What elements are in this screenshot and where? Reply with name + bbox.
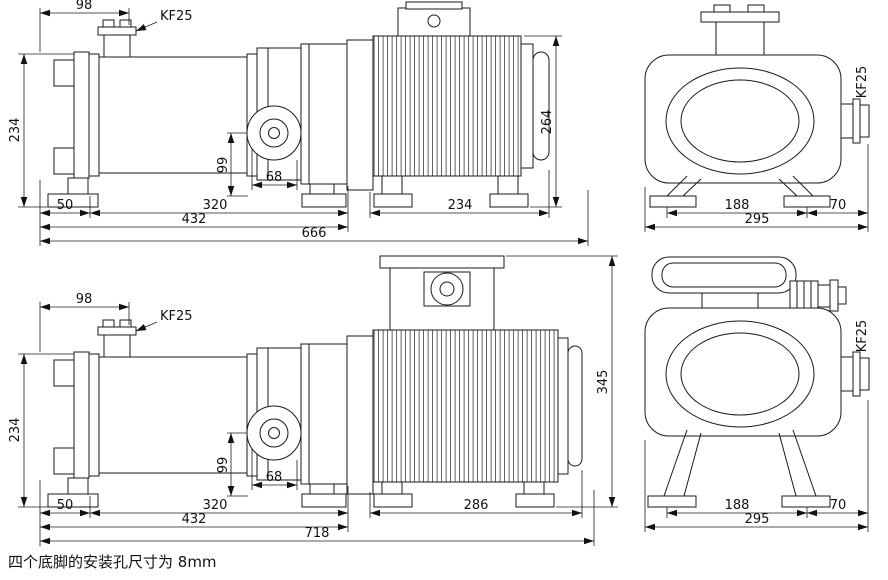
dim-50-label: 50	[57, 498, 74, 513]
kf25-label-front: KF25	[855, 320, 870, 353]
dim-345-label: 345	[596, 370, 611, 395]
dims-bottom-side: 98 KF25 234 345 99 68	[8, 255, 618, 546]
junction-box	[789, 279, 847, 312]
motor-bottom	[346, 255, 583, 508]
dim-234v-label: 234	[8, 418, 23, 443]
terminal-box-top	[397, 1, 471, 37]
dim-68-label: 68	[266, 170, 283, 185]
dims-bottom-front: KF25 188 70 295	[644, 320, 870, 532]
dim-295-label: 295	[745, 212, 770, 227]
dim-70-label: 70	[830, 498, 847, 513]
side-view-bottom: 98 KF25 234 345 99 68	[8, 255, 618, 546]
front-view-bottom: KF25 188 70 295	[644, 256, 870, 532]
dim-234h-label: 234	[448, 198, 473, 213]
kf25-label: KF25	[160, 9, 193, 24]
pump-housing-front	[644, 307, 870, 437]
dims-top-front: KF25 188 70 295	[644, 66, 870, 232]
dim-666-label: 666	[302, 226, 327, 241]
pump-housing-front	[644, 54, 870, 184]
legs-bottom-front	[647, 429, 831, 508]
dim-320-label: 320	[203, 498, 228, 513]
dim-295-label: 295	[745, 512, 770, 527]
dim-320-label: 320	[203, 198, 228, 213]
dim-99-label: 99	[216, 157, 231, 174]
dim-98-label: 98	[76, 292, 93, 307]
dim-286-label: 286	[464, 498, 489, 513]
dim-50-label: 50	[57, 198, 74, 213]
top-dome	[651, 256, 797, 311]
front-view-top: KF25 188 70 295	[644, 4, 870, 232]
dims-top-side: 98 KF25 234 264 99 68	[8, 0, 589, 246]
kf25-label: KF25	[160, 309, 193, 324]
dim-264-label: 264	[540, 110, 555, 135]
dim-70-label: 70	[830, 198, 847, 213]
dim-188-label: 188	[725, 498, 750, 513]
kf25-label-front: KF25	[855, 66, 870, 99]
pump-assembly	[47, 319, 348, 508]
dim-68-label: 68	[266, 470, 283, 485]
top-port	[700, 4, 780, 56]
pump-assembly	[47, 19, 348, 208]
motor-top	[346, 1, 550, 208]
mounting-hole-note: 四个底脚的安装孔尺寸为 8mm	[8, 553, 217, 571]
dim-98-label: 98	[76, 0, 93, 13]
dim-234v-label: 234	[8, 118, 23, 143]
dim-718-label: 718	[305, 526, 330, 541]
side-view-top: 98 KF25 234 264 99 68	[8, 0, 589, 246]
terminal-box-bottom	[379, 255, 505, 331]
dim-99-label: 99	[216, 457, 231, 474]
dim-432-label: 432	[182, 512, 207, 527]
dim-188-label: 188	[725, 198, 750, 213]
dim-432-label: 432	[182, 212, 207, 227]
